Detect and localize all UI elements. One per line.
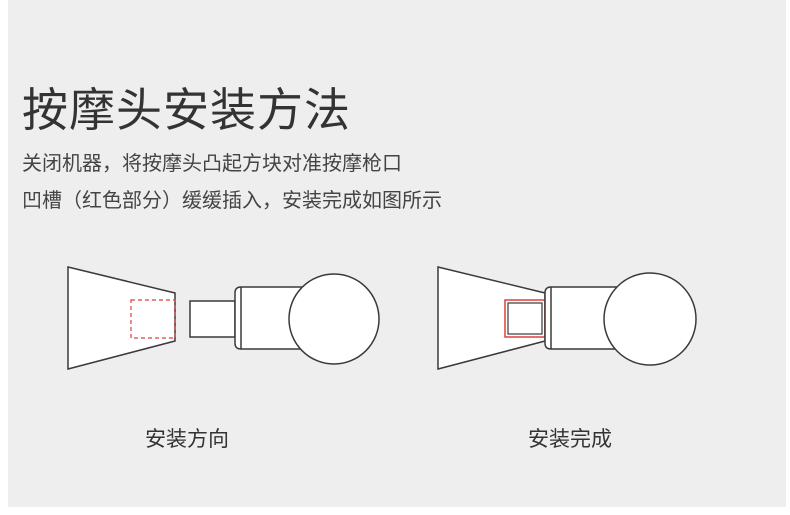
instruction-panel bbox=[8, 0, 786, 507]
description-line-2: 凹槽（红色部分）缓缓插入，安装完成如图所示 bbox=[22, 188, 442, 212]
head-square-post bbox=[189, 300, 236, 338]
description-line-1: 关闭机器，将按摩头凸起方块对准按摩枪口 bbox=[22, 151, 402, 175]
massage-ball bbox=[603, 272, 697, 366]
caption-install-direction: 安装方向 bbox=[145, 427, 229, 451]
page-title: 按摩头安装方法 bbox=[22, 83, 351, 137]
caption-install-complete: 安装完成 bbox=[528, 427, 612, 451]
gun-nozzle bbox=[67, 266, 176, 370]
massage-ball bbox=[288, 273, 380, 365]
install-complete-diagram bbox=[437, 266, 697, 370]
nozzle-slot-highlight bbox=[130, 299, 176, 339]
inserted-post bbox=[507, 302, 543, 335]
install-direction-diagram bbox=[67, 266, 380, 370]
